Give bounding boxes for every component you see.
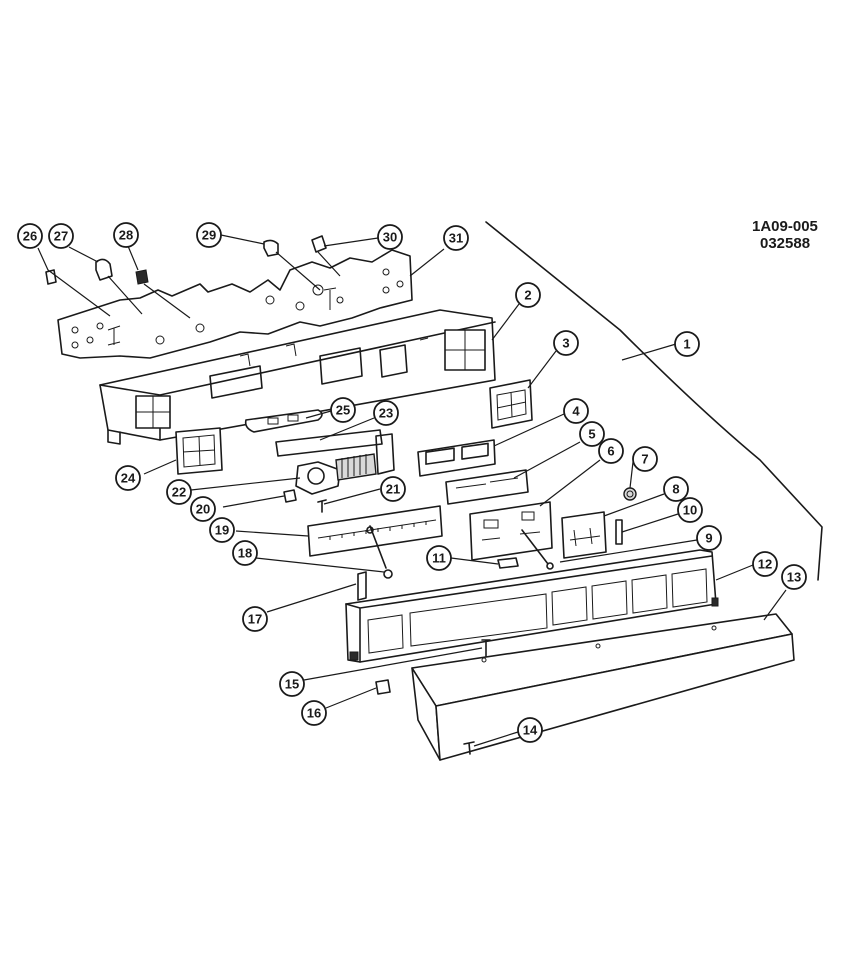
bulb-socket xyxy=(623,487,637,501)
svg-text:17: 17 xyxy=(248,612,262,627)
mounting-pin xyxy=(481,639,491,657)
callout-20: 20 xyxy=(190,496,216,522)
svg-text:30: 30 xyxy=(383,230,397,245)
callout-17: 17 xyxy=(242,606,268,632)
svg-text:20: 20 xyxy=(196,502,210,517)
reference-date: 032588 xyxy=(760,235,810,252)
callout-10: 10 xyxy=(677,497,703,523)
callout-5: 5 xyxy=(579,421,605,447)
svg-text:3: 3 xyxy=(562,336,569,351)
callout-24: 24 xyxy=(115,465,141,491)
cluster-housing xyxy=(99,309,496,445)
callout-19: 19 xyxy=(209,517,235,543)
printed-circuit-board xyxy=(57,249,413,359)
svg-text:1: 1 xyxy=(683,337,690,352)
svg-text:16: 16 xyxy=(307,706,321,721)
svg-text:9: 9 xyxy=(705,531,712,546)
svg-text:14: 14 xyxy=(523,723,538,738)
svg-text:18: 18 xyxy=(238,546,252,561)
svg-text:21: 21 xyxy=(386,482,400,497)
callout-21: 21 xyxy=(380,476,406,502)
svg-text:4: 4 xyxy=(572,404,580,419)
callout-12: 12 xyxy=(752,551,778,577)
svg-text:5: 5 xyxy=(588,427,595,442)
side-lens-left xyxy=(175,427,223,475)
callout-18: 18 xyxy=(232,540,258,566)
callout-28: 28 xyxy=(113,222,139,248)
display-lens xyxy=(445,469,529,505)
svg-text:12: 12 xyxy=(758,557,772,572)
gauge-face-right xyxy=(561,511,607,559)
side-lens-right xyxy=(489,379,533,429)
speedometer-face xyxy=(307,505,443,569)
svg-text:26: 26 xyxy=(23,229,37,244)
svg-text:27: 27 xyxy=(54,229,68,244)
leader-lines xyxy=(37,234,787,747)
callout-26: 26 xyxy=(17,223,43,249)
callout-16: 16 xyxy=(301,700,327,726)
svg-text:10: 10 xyxy=(683,503,697,518)
reference-code: 1A09-005 xyxy=(752,218,818,235)
trim-screw xyxy=(463,741,475,755)
callout-6: 6 xyxy=(598,438,624,464)
callout-13: 13 xyxy=(781,564,807,590)
small-cap xyxy=(546,562,554,570)
svg-text:25: 25 xyxy=(336,403,350,418)
callout-15: 15 xyxy=(279,671,305,697)
callout-11: 11 xyxy=(426,545,452,571)
assembly-bracket-line xyxy=(485,221,823,581)
gauge-mechanism xyxy=(275,429,395,495)
callout-3: 3 xyxy=(553,330,579,356)
svg-text:28: 28 xyxy=(119,228,133,243)
svg-text:23: 23 xyxy=(379,406,393,421)
callout-9: 9 xyxy=(696,525,722,551)
callout-8: 8 xyxy=(663,476,689,502)
svg-text:22: 22 xyxy=(172,485,186,500)
callout-2: 2 xyxy=(515,282,541,308)
callout-4: 4 xyxy=(563,398,589,424)
gauge-face-center xyxy=(469,501,553,565)
callout-14: 14 xyxy=(517,717,543,743)
indicator-strip xyxy=(615,519,623,545)
small-screws xyxy=(283,489,327,513)
small-bezel xyxy=(244,409,323,433)
retainer-clip xyxy=(497,557,519,569)
callout-30: 30 xyxy=(377,224,403,250)
svg-text:19: 19 xyxy=(215,523,229,538)
svg-text:15: 15 xyxy=(285,677,299,692)
marker-strip xyxy=(357,571,367,601)
svg-text:8: 8 xyxy=(672,482,679,497)
svg-text:24: 24 xyxy=(121,471,136,486)
svg-text:2: 2 xyxy=(524,288,531,303)
svg-text:29: 29 xyxy=(202,228,216,243)
pointer-cap xyxy=(383,569,393,579)
svg-text:13: 13 xyxy=(787,570,801,585)
callout-22: 22 xyxy=(166,479,192,505)
svg-text:11: 11 xyxy=(432,551,446,566)
svg-text:6: 6 xyxy=(607,444,614,459)
cluster-carrier xyxy=(345,549,719,663)
svg-text:31: 31 xyxy=(449,231,463,246)
mounting-clip xyxy=(375,679,391,695)
lens-panel xyxy=(417,439,496,477)
callout-23: 23 xyxy=(373,400,399,426)
small-components xyxy=(45,235,327,285)
callout-25: 25 xyxy=(330,397,356,423)
callout-27: 27 xyxy=(48,223,74,249)
callout-29: 29 xyxy=(196,222,222,248)
svg-text:7: 7 xyxy=(641,452,648,467)
callout-1: 1 xyxy=(674,331,700,357)
callout-31: 31 xyxy=(443,225,469,251)
callout-7: 7 xyxy=(632,446,658,472)
